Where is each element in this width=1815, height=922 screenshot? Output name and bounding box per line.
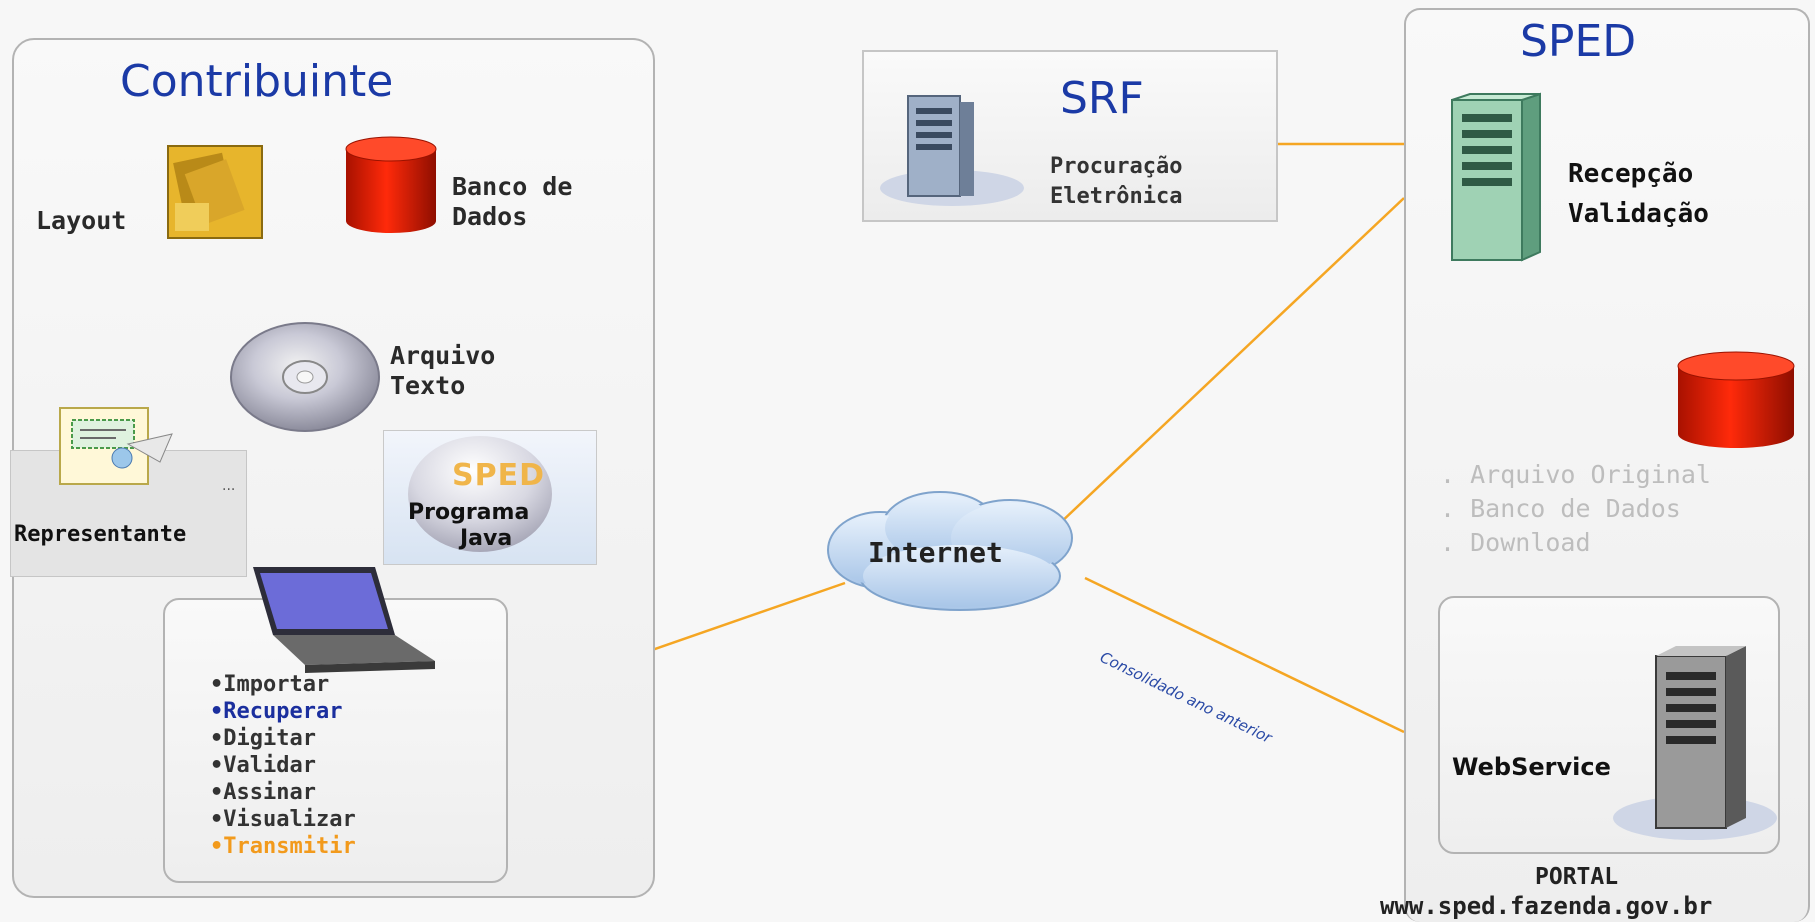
portal-label: PORTAL [1535,864,1619,890]
action-validar: •Validar [210,753,316,778]
sped-badge: SPED [452,458,545,493]
action-recuperar: •Recuperar [210,699,343,724]
action-digitar: •Digitar [210,726,316,751]
banco-label-2: Dados [452,202,528,231]
programa-label-1: Programa [408,500,530,525]
programa-label-2: Java [460,526,513,551]
validacao-label: Validação [1568,199,1709,229]
sped-title: SPED [1520,16,1637,67]
banco-label-1: Banco de [452,172,573,201]
sped-item-banco: . Banco de Dados [1440,494,1681,523]
sped-server-icon [1451,92,1541,262]
arquivo-label-1: Arquivo [390,341,496,370]
webservice-label: WebService [1452,753,1611,781]
representante-label: Representante [14,522,187,547]
certificate-icon [59,407,173,485]
webservice-server-icon [1613,646,1777,840]
action-transmitir: •Transmitir [210,834,356,859]
srf-title: SRF [1060,73,1144,124]
cd-icon [230,322,380,432]
contribuinte-title: Contribuinte [120,56,394,107]
sped-item-download: . Download [1440,528,1591,557]
representante-dots: ... [222,478,236,494]
sped-item-arquivo: . Arquivo Original [1440,460,1711,489]
database-icon [345,136,437,233]
srf-label-2: Eletrônica [1050,184,1183,209]
layout-label: Layout [36,206,127,235]
internet-label: Internet [868,536,1003,569]
srf-server-icon [880,95,1024,206]
laptop-icon [253,567,435,673]
portal-url: www.sped.fazenda.gov.br [1380,892,1713,920]
recepcao-label: Recepção [1568,159,1694,189]
internet-sped-link [1057,197,1405,526]
sped-database-icon [1677,351,1795,448]
action-visualizar: •Visualizar [210,807,356,832]
srf-label-1: Procuração [1050,154,1183,179]
cloud-icon [827,491,1073,611]
layout-icon [167,145,263,239]
arquivo-label-2: Texto [390,371,466,400]
internet-portal-link [1084,576,1405,734]
action-assinar: •Assinar [210,780,316,805]
sped-globe-icon [408,436,552,552]
action-importar: •Importar [210,672,330,697]
